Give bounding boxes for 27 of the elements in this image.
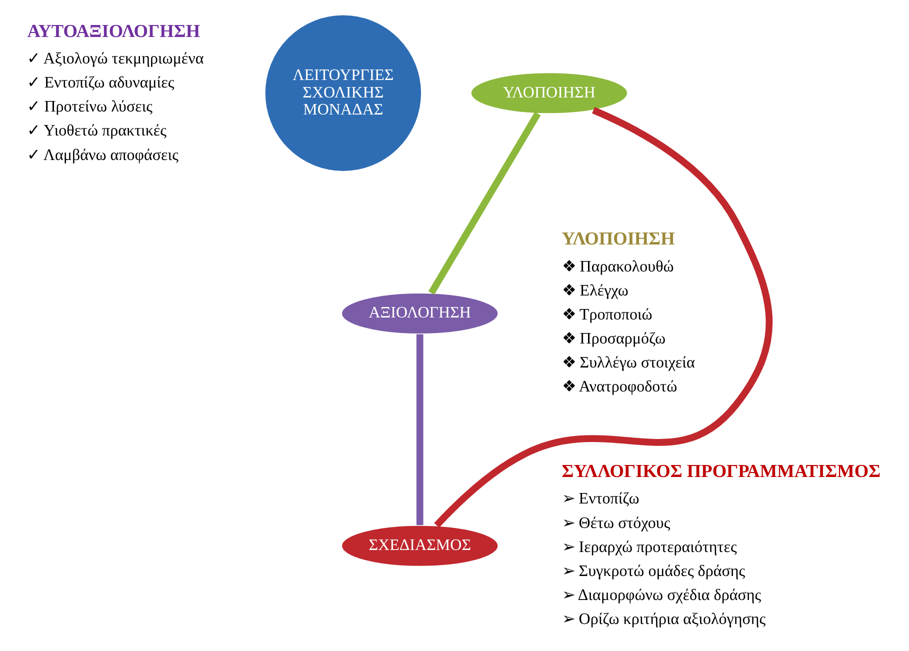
label: ❖ Συλλέγω στοιχεία (562, 354, 695, 372)
label: ✓ Προτείνω λύσεις (27, 98, 153, 116)
node-ellipse: ΣΧΕΔΙΑΣΜΟΣ (340, 524, 499, 568)
label: ✓ Λαμβάνω αποφάσεις (27, 146, 178, 164)
node-ellipse: ΑΞΙΟΛΟΓΗΣΗ (340, 292, 499, 335)
label: ΑΥΤΟΑΞΙΟΛΟΓΗΣΗ (27, 20, 200, 41)
label: ΥΛΟΠΟΙΗΣΗ (562, 228, 675, 249)
node-ellipse: ΥΛΟΠΟΙΗΣΗ (470, 72, 628, 114)
connector (416, 334, 424, 526)
label: ✓ Εντοπίζω αδυναμίες (27, 74, 174, 92)
label: ❖ Προσαρμόζω (562, 330, 666, 348)
node-circle: ΛΕΙΤΟΥΡΓΙΕΣ ΣΧΟΛΙΚΗΣ ΜΟΝΑΔΑΣ (264, 14, 422, 172)
label: ➢ Διαμορφώνω σχέδια δράσης (562, 586, 762, 604)
label: ➢ Ιεραρχώ προτεραιότητες (562, 538, 737, 556)
connector (434, 107, 772, 528)
label: ➢ Συγκροτώ ομάδες δράσης (562, 562, 746, 580)
label: ➢ Ορίζω κριτήρια αξιολόγησης (562, 610, 766, 628)
connector (428, 112, 541, 295)
label: ✓ Αξιολογώ τεκμηριωμένα (27, 50, 204, 68)
label: ΣΥΛΛΟΓΙΚΟΣ ΠΡΟΓΡΑΜΜΑΤΙΣΜΟΣ (562, 460, 881, 481)
label: ❖ Ανατροφοδοτώ (562, 378, 678, 396)
label: ❖ Τροποποιώ (562, 306, 652, 324)
label: ❖ Ελέγχω (562, 282, 628, 300)
label: ➢ Εντοπίζω (562, 490, 640, 508)
label: ✓ Υιοθετώ πρακτικές (27, 122, 166, 140)
label: ❖ Παρακολουθώ (562, 258, 674, 276)
label: ➢ Θέτω στόχους (562, 514, 670, 532)
